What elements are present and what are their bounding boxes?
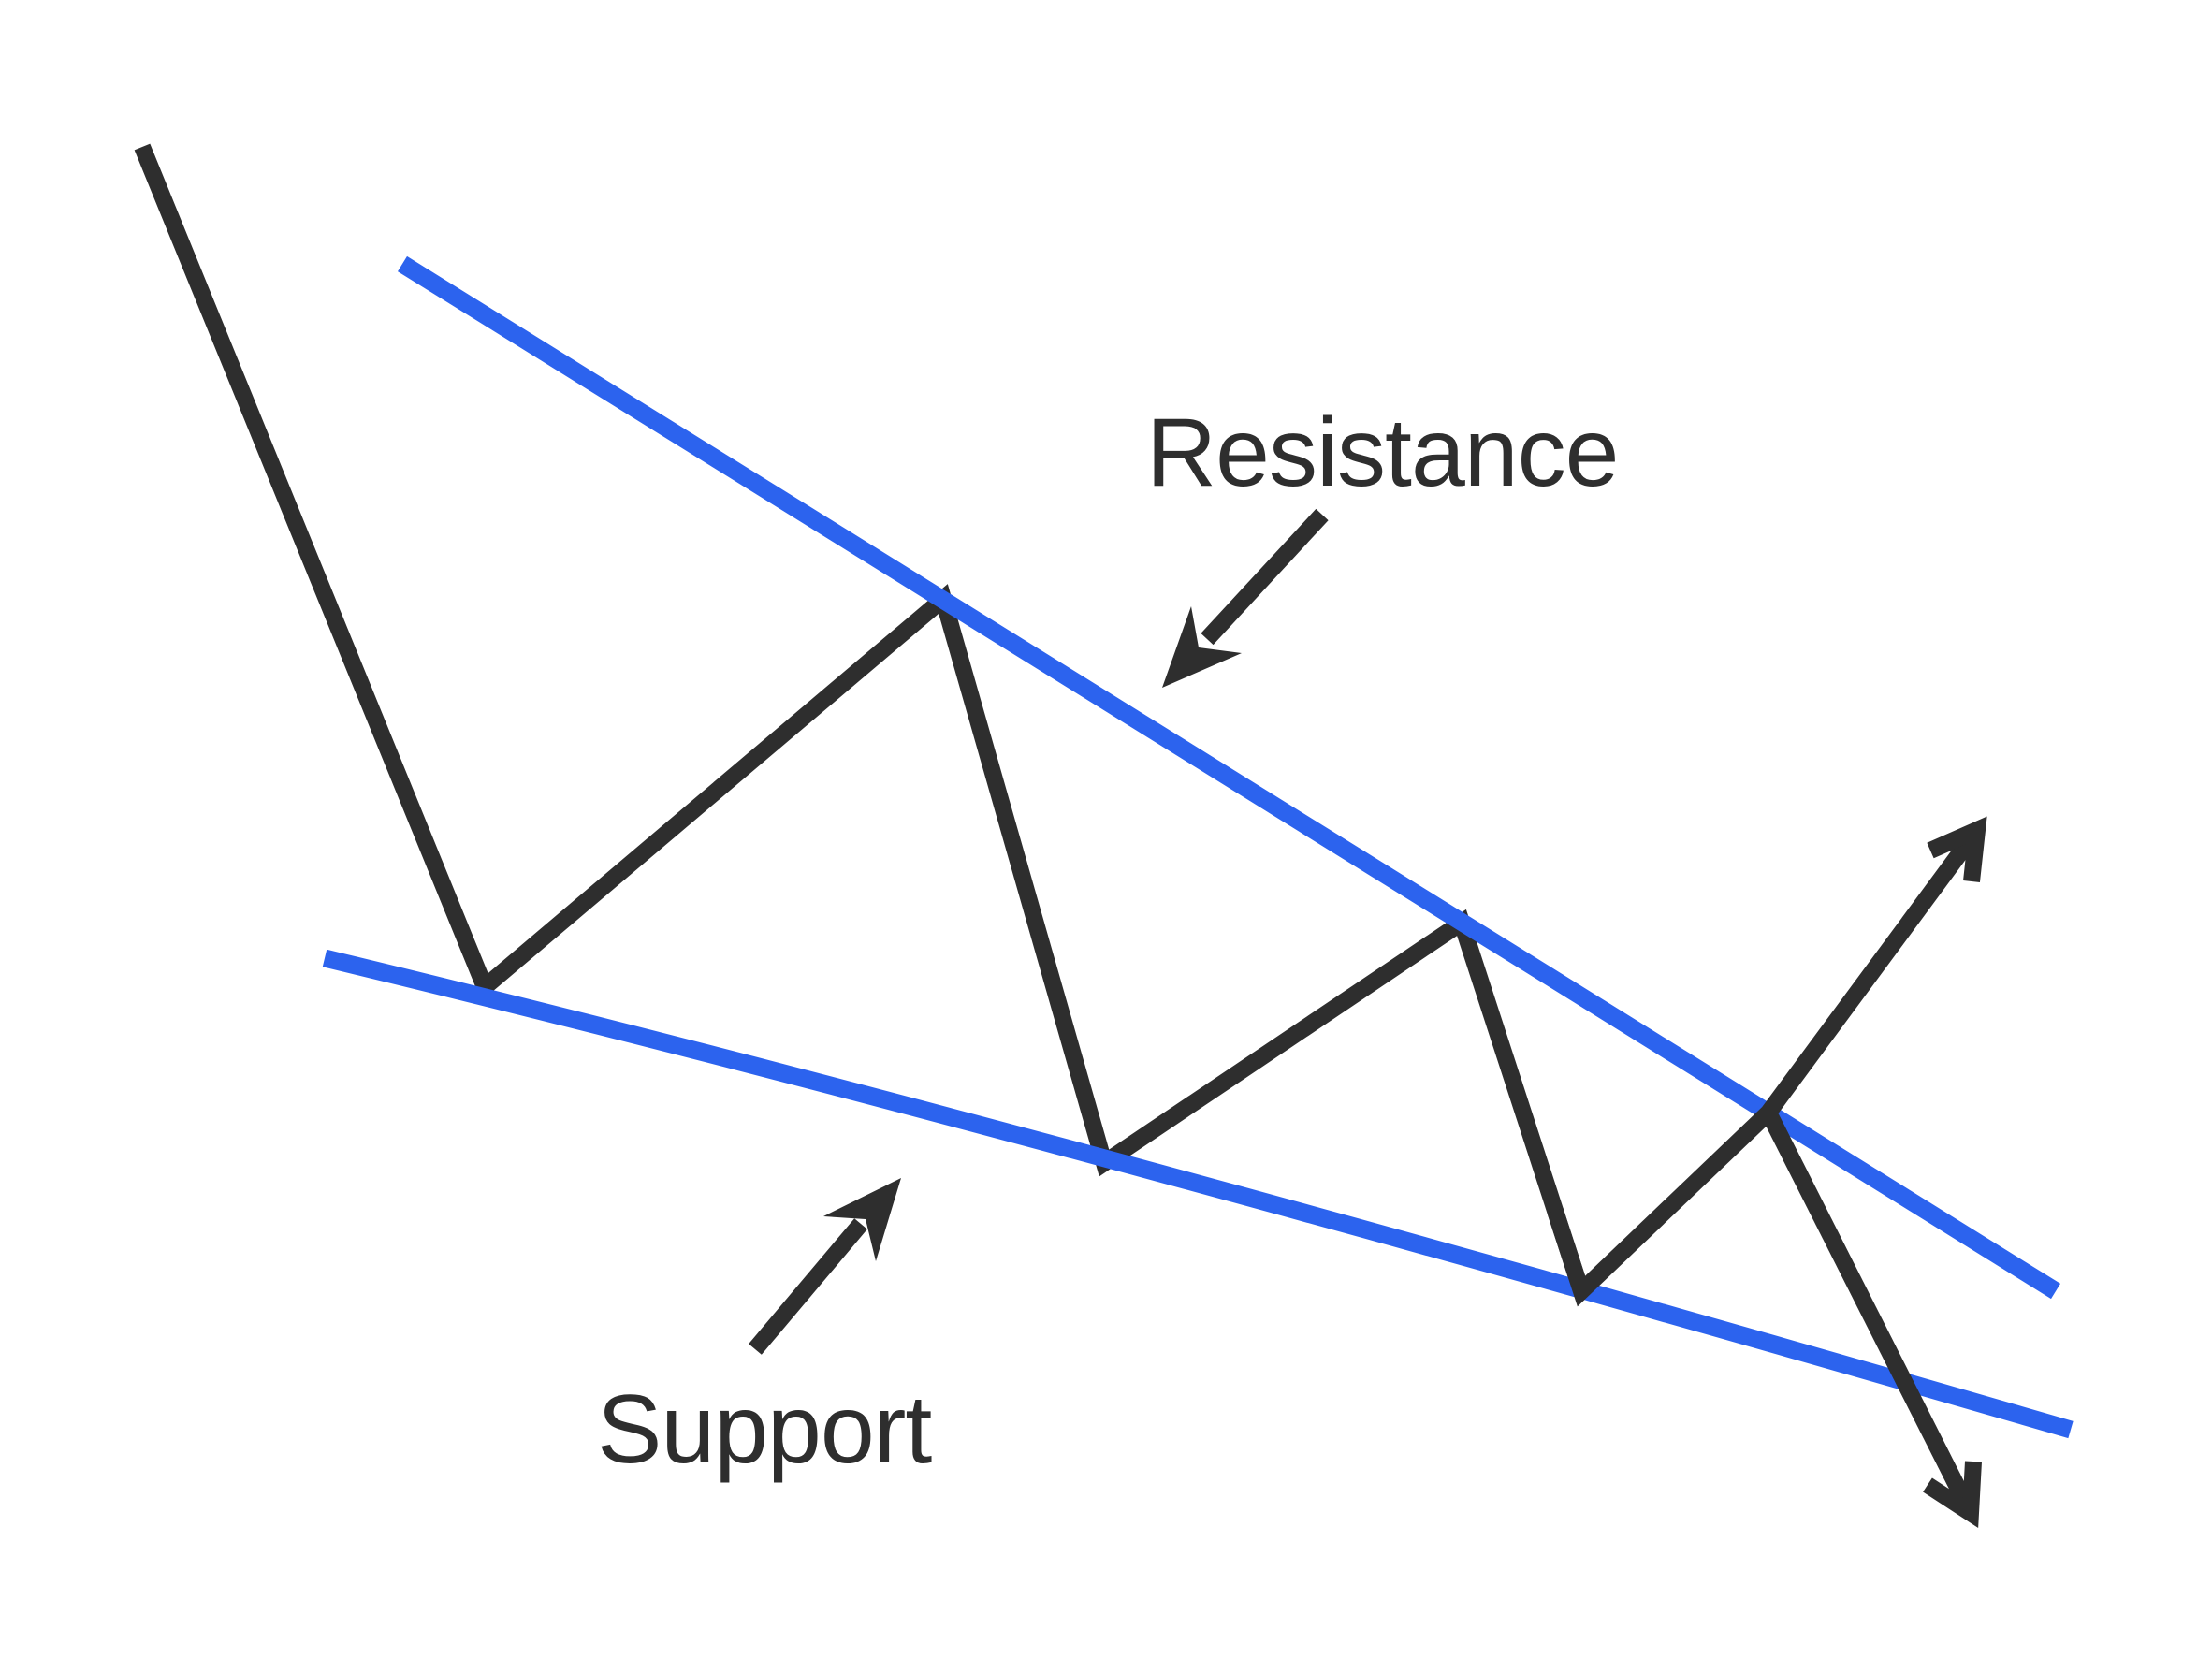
support-trendline (322, 949, 2074, 1439)
support-label: Support (597, 1375, 932, 1484)
breakout-up-arrowhead-icon (1927, 816, 1987, 882)
resistance-arrowhead-icon (1162, 606, 1242, 688)
breakout-group (1547, 816, 1987, 1529)
resistance-label: Resistance (1146, 399, 1618, 507)
breakout-up-line (1547, 824, 1985, 1307)
price-line (134, 143, 1590, 1294)
breakout-down-line (1760, 1108, 1979, 1518)
annotation-arrow-group (749, 508, 1329, 1355)
resistance-arrow-shaft (1201, 508, 1329, 646)
label-group: Resistance Support (597, 399, 1619, 1484)
breakout-down-arrowhead-icon (1923, 1461, 1982, 1529)
support-arrowhead-icon (823, 1178, 901, 1261)
price-line-group (134, 143, 1590, 1294)
support-arrow-shaft (749, 1218, 867, 1355)
